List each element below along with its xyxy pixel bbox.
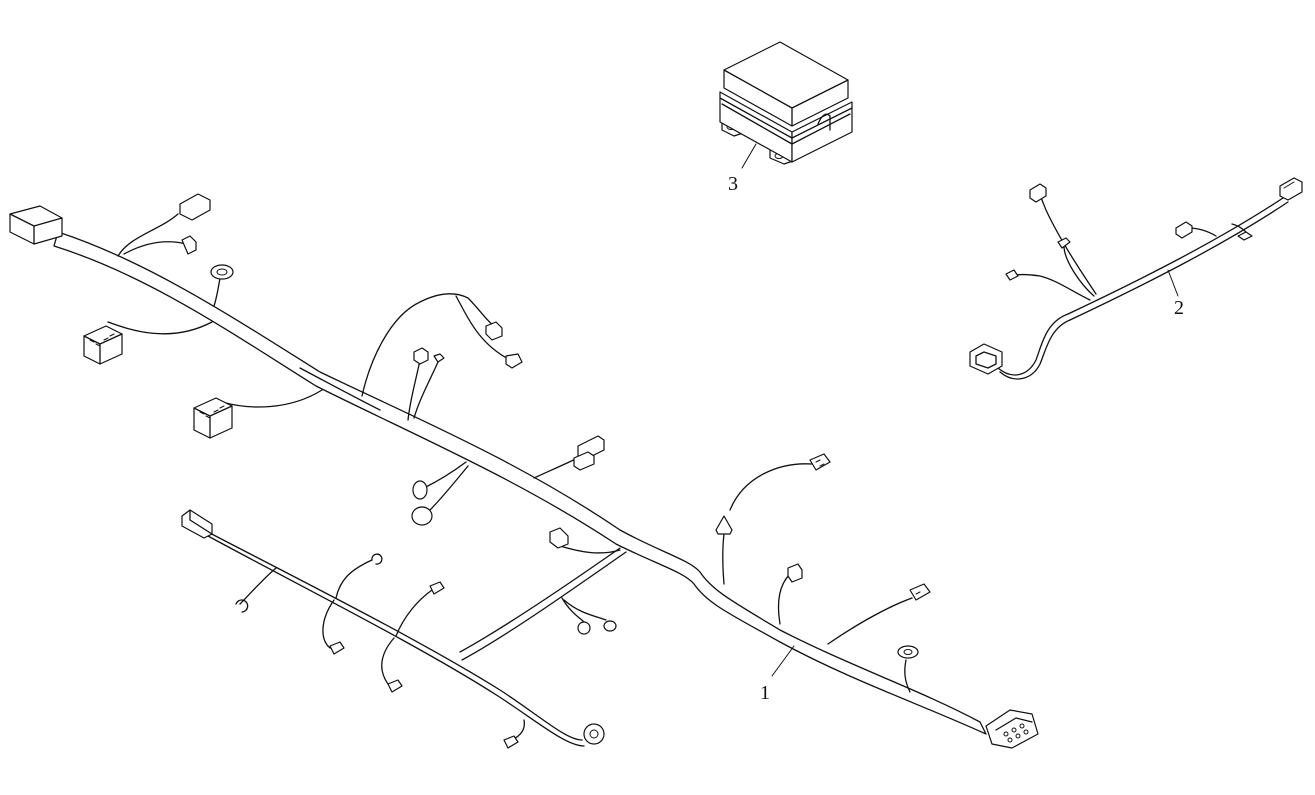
connector-multipin-left-a <box>83 325 123 365</box>
leader-line-2 <box>1167 269 1179 297</box>
socket-small-a <box>577 621 591 635</box>
connector-multipin-right-end <box>985 709 1039 749</box>
leader-line-1 <box>771 645 795 677</box>
connector-top-plug-a <box>179 193 211 221</box>
connector-lower-plug-a <box>329 641 345 655</box>
connector-upper-right <box>809 453 831 471</box>
part-2-secondary-harness <box>969 177 1303 380</box>
connector-harness2-right-end <box>1279 177 1303 201</box>
connector-mid-plug-a <box>413 347 429 365</box>
leader-line-3 <box>741 143 757 169</box>
connector-mid-plug-b <box>433 353 445 363</box>
socket-small-b <box>603 620 617 632</box>
connector-lower-plug-b <box>429 581 445 595</box>
connector-arch-plug-a <box>485 321 503 341</box>
grommet-icon <box>715 515 733 535</box>
connector-lower-plug-c <box>387 679 403 693</box>
connector-lower-left-end <box>181 509 213 539</box>
connector-harness2-plug-c <box>1029 183 1047 203</box>
connector-arch-plug-b <box>505 353 523 369</box>
ring-terminal-2-icon <box>897 645 919 659</box>
grommet-lower-icon <box>583 723 605 745</box>
connector-lower-plug-d <box>503 735 519 749</box>
connector-top-plug-b <box>181 235 197 255</box>
ring-terminal-1-icon <box>210 264 234 280</box>
connector-socket-b <box>411 506 433 526</box>
connector-harness2-plug-b <box>1237 231 1253 241</box>
connector-harness2-plug-e <box>1005 269 1019 281</box>
connector-left-end <box>9 205 63 245</box>
part-3-junction-box <box>719 41 853 165</box>
callout-label-2: 2 <box>1174 297 1184 319</box>
connector-harness2-plug-a <box>1175 221 1193 239</box>
connector-harness2-left-end <box>969 343 1003 375</box>
part-1-main-harness <box>9 193 1039 749</box>
connector-small-plug-b <box>909 583 931 601</box>
connector-double-plug <box>573 435 605 471</box>
connector-small-plug-a <box>787 563 803 583</box>
connector-lower-box <box>549 527 569 549</box>
connector-harness2-plug-d <box>1057 237 1071 249</box>
connector-multipin-left-b <box>193 397 233 439</box>
connector-socket-a <box>412 480 428 500</box>
callout-label-3: 3 <box>728 173 738 195</box>
callout-label-1: 1 <box>760 682 770 704</box>
